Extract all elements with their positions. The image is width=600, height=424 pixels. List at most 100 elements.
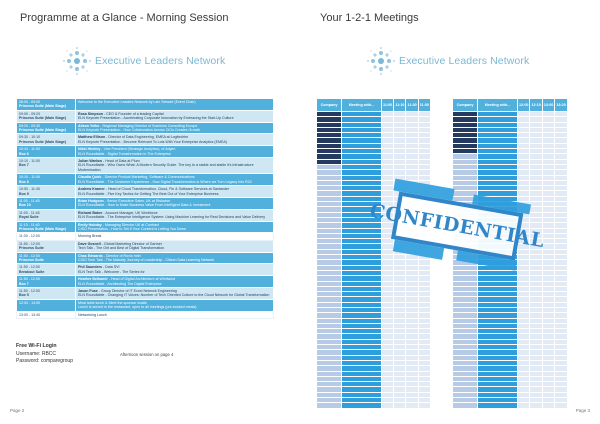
session-title: ELN Roundtable - Five Key Tactics for Ge…	[78, 191, 219, 196]
time-slot-cell	[405, 402, 419, 409]
speaker-role: - Regional Managing Director of Solution…	[99, 123, 198, 128]
wifi-password: Password: comparegroup	[16, 358, 73, 365]
company-cell	[316, 402, 342, 409]
time-slot-cell	[380, 402, 395, 409]
room-text: Princess Suite (Main Stage)	[19, 104, 67, 109]
meeting-row	[452, 158, 568, 165]
room-text: Box 7	[19, 163, 29, 168]
time-text: 11:50 - 12:00	[19, 277, 40, 282]
schedule-description: Brian Hodgson - Senior Executive Sales, …	[75, 196, 274, 210]
time-text: 13:00 - 13:40	[19, 312, 41, 317]
schedule-description: Jason Fuse - Group Director of IT Excel …	[75, 287, 274, 300]
speaker-role: - Global Marketing Director of Gartner	[100, 241, 162, 246]
time-text: 11:50 - 12:00	[19, 253, 40, 258]
room-text: Princess Suite	[19, 257, 44, 262]
room-text: Box 10	[19, 203, 31, 208]
speaker-name: Claudia Quirk	[78, 175, 102, 180]
speaker-name: Phil Saunders	[78, 265, 102, 270]
meeting-row	[316, 126, 431, 134]
schedule-description: Welcome to the Executive Leaders Network…	[75, 98, 274, 111]
speaker-role: - Director of Data Engineering, EMEA at …	[105, 135, 189, 140]
page-title: Your 1-2-1 Meetings	[320, 12, 419, 24]
session-title: ELN Roundtable - Changing IT Voices: Num…	[78, 293, 270, 298]
time-text: 11:50 - 12:00	[19, 289, 40, 293]
meeting-row	[452, 132, 568, 139]
time-text: 10:10 - 11:00	[19, 175, 40, 180]
speaker-role: Morning Break	[78, 234, 102, 239]
speaker-name: Alison Yelko	[78, 123, 100, 128]
schedule-time: 13:00 - 13:40	[16, 310, 76, 320]
session-title: ELN Keynote Presentation - How Collabora…	[78, 128, 201, 133]
speaker-role: - Group Director of IT Excel Network Eng…	[97, 289, 177, 293]
room-text: Box 5	[19, 293, 29, 298]
afternoon-note: Afternoon session on page 4	[120, 352, 174, 357]
speaker-name: Emily Hobday	[78, 222, 102, 227]
time-slot-cell	[554, 402, 568, 409]
schedule-description: Networking Lunch	[75, 310, 274, 320]
speaker-name: Matthew Ellison	[78, 135, 106, 140]
session-title: CISO Tech Talk - The Maturity Journey of…	[78, 257, 215, 262]
meeting-row	[316, 110, 431, 118]
meeting-row	[452, 296, 568, 303]
room-text: Royal Suite	[19, 215, 39, 220]
session-title: ELN Roundtable - Who Owns What: A Modern…	[78, 163, 254, 172]
speaker-name: Chas Edwards	[78, 253, 103, 258]
logo-text: Executive Leaders Network	[95, 55, 226, 67]
time-slot-cell	[417, 402, 431, 409]
speaker-name: Rosa Simpson	[78, 111, 103, 116]
session-title: ELN Keynote Presentation - Accelerating …	[78, 116, 234, 121]
meeting-row	[452, 169, 568, 176]
column-header: 11:00	[380, 98, 395, 112]
logo: Executive Leaders Network	[366, 44, 529, 78]
time-text: 10:50 - 11:45	[19, 187, 40, 192]
column-header: Company	[316, 98, 342, 112]
column-header: 12:00	[516, 98, 531, 112]
session-title: ELN Tech Talk - Welcome - The Series for	[78, 269, 145, 274]
meeting-row	[452, 121, 568, 128]
meeting-row	[316, 301, 431, 309]
meeting-row	[316, 391, 431, 399]
time-text: 11:50 - 12:00	[19, 265, 40, 270]
page-number: Page 3	[575, 408, 590, 413]
logo: Executive Leaders Network	[62, 44, 225, 78]
speaker-role: - Head of Data at Plum	[102, 159, 140, 164]
meeting-row	[316, 174, 431, 181]
time-text: 11:10 - 11:40	[19, 222, 40, 227]
room-text: Breakout Suite	[19, 269, 45, 274]
speaker-name: Richard Baker	[78, 210, 103, 215]
schedule-description: Nikki Hinkley - Vice President (Strategi…	[75, 145, 274, 159]
wifi-title: Free Wi-Fi Login	[16, 343, 57, 349]
column-header: Meeting with...	[477, 98, 518, 112]
column-header: 11:50	[417, 98, 431, 112]
room-text: Princess Suite (Main Stage)	[19, 128, 67, 133]
wifi-username: Username: RBCC	[16, 350, 57, 357]
schedule-description: Heather Belhamir - Head of Digital Archi…	[75, 275, 274, 288]
page-title: Programme at a Glance - Morning Session	[20, 12, 229, 24]
speaker-name: Julian Warlow	[78, 159, 103, 164]
schedule-description: Meal table lunch & Meet the sponsor bust…	[75, 298, 274, 312]
meeting-row	[452, 391, 568, 399]
schedule-description: Emily Hobday - Managing Director UK at C…	[75, 220, 274, 234]
speaker-name: Nikki Hinkley	[78, 147, 101, 152]
session-title: Tech Talk - The Grit and Best of Digital…	[78, 246, 165, 251]
speaker-role: - CEO & Founder of a leading Capital	[102, 111, 164, 116]
column-header: Meeting with...	[341, 98, 382, 112]
session-title: ELN Roundtable - The Customer Experience…	[78, 179, 252, 184]
